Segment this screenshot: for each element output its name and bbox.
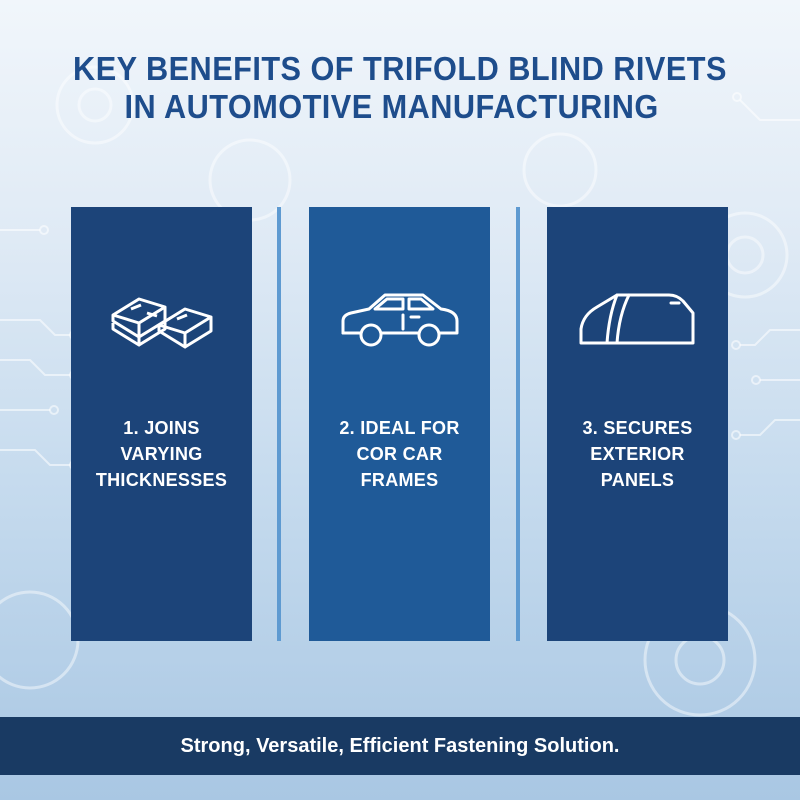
gear-icon — [55, 65, 135, 145]
car-icon — [341, 293, 458, 347]
benefit-label-line: 1. JOINS — [123, 418, 200, 438]
benefit-label-line: COR CAR — [356, 444, 443, 464]
divider — [277, 207, 281, 641]
car-panel-icon — [579, 293, 694, 345]
gear-icon — [522, 132, 598, 208]
benefit-card-3: 3. SECURES EXTERIOR PANELS — [547, 207, 728, 641]
divider — [516, 207, 520, 641]
footer-text: Strong, Versatile, Efficient Fastening S… — [180, 734, 620, 757]
benefit-label-line: 2. IDEAL FOR — [339, 418, 460, 438]
benefit-card-2: 2. IDEAL FOR COR CAR FRAMES — [309, 207, 490, 641]
stacked-plates-icon — [111, 297, 212, 349]
benefit-label-line: FRAMES — [360, 470, 439, 490]
benefit-label-2: 2. IDEAL FOR COR CAR FRAMES — [309, 415, 490, 493]
benefit-card-1: 1. JOINS VARYING THICKNESSES — [71, 207, 252, 641]
footer-banner: Strong, Versatile, Efficient Fastening S… — [0, 717, 800, 775]
title-line-2: IN AUTOMOTIVE MANUFACTURING — [124, 88, 659, 125]
benefit-label-3: 3. SECURES EXTERIOR PANELS — [547, 415, 728, 493]
benefit-label-line: PANELS — [600, 470, 675, 490]
benefit-label-line: VARYING — [120, 444, 203, 464]
benefit-label-line: THICKNESSES — [95, 470, 228, 490]
gear-icon — [0, 590, 80, 690]
benefit-label-line: EXTERIOR — [590, 444, 685, 464]
benefit-label-line: 3. SECURES — [582, 418, 693, 438]
page-title: KEY BENEFITS OF TRIFOLD BLIND RIVETS IN … — [28, 50, 772, 126]
title-line-1: KEY BENEFITS OF TRIFOLD BLIND RIVETS — [73, 50, 727, 87]
benefit-label-1: 1. JOINS VARYING THICKNESSES — [71, 415, 252, 493]
